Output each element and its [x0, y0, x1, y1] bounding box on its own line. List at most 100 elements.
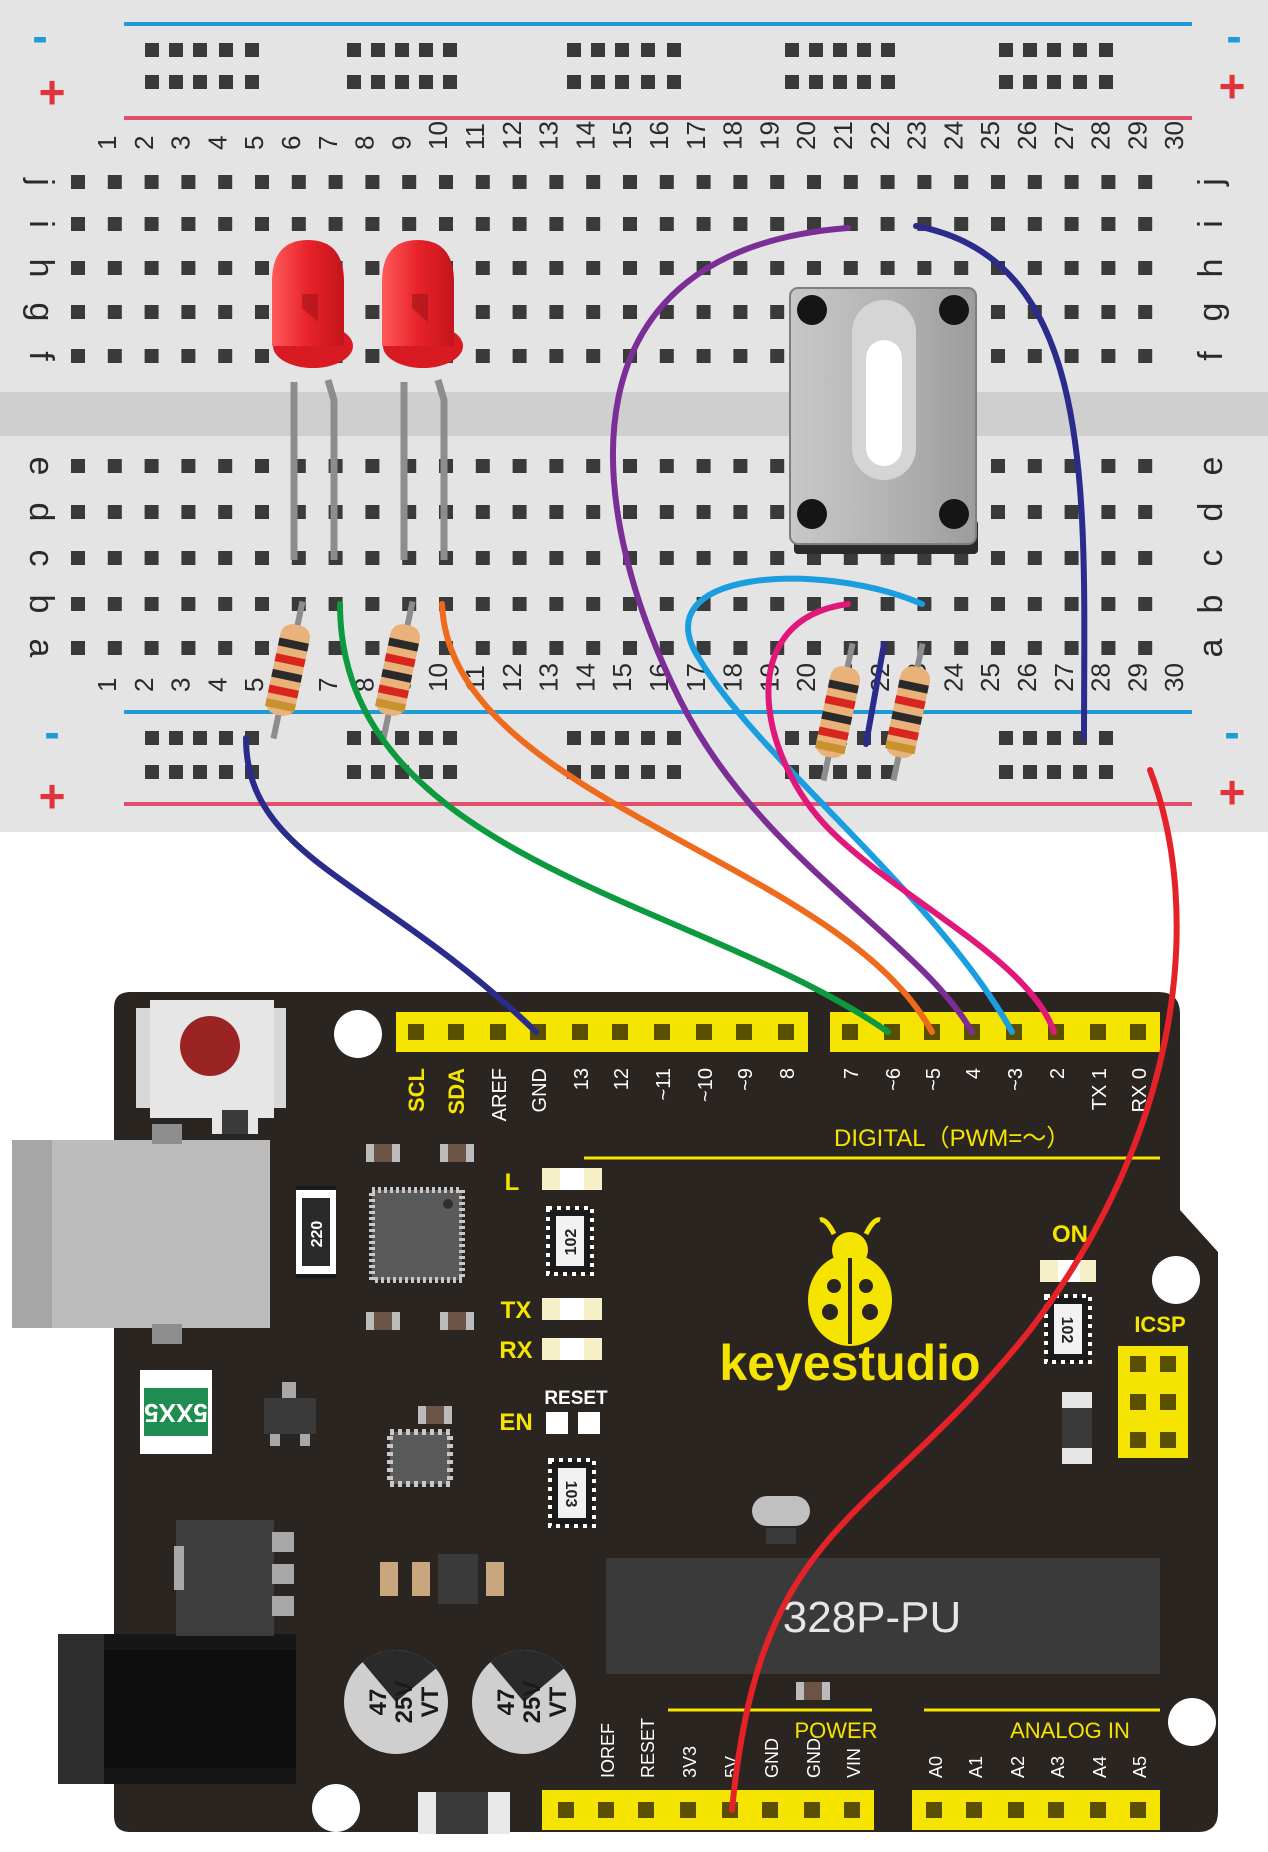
- rail-hole: [1099, 765, 1113, 779]
- header-pin-label: AREF: [489, 1068, 511, 1121]
- column-label: 22: [865, 121, 895, 150]
- breadboard-hole: [1138, 505, 1153, 519]
- rail-hole: [419, 731, 433, 745]
- jumper-wires: [243, 223, 1180, 1813]
- rail-minus-sign: -: [44, 706, 59, 758]
- breadboard-hole: [1138, 305, 1153, 319]
- breadboard-hole: [218, 175, 233, 189]
- power-jack: [58, 1634, 296, 1784]
- rail-hole: [857, 43, 871, 57]
- rail-plus-sign: +: [1219, 60, 1246, 112]
- rail-hole: [641, 765, 655, 779]
- row-label: c: [22, 550, 60, 567]
- column-label: 9: [386, 136, 416, 150]
- breadboard-hole: [917, 175, 932, 189]
- breadboard-hole: [218, 551, 233, 565]
- column-label: 21: [828, 121, 858, 150]
- breadboard-hole: [512, 261, 527, 275]
- column-label: 13: [534, 121, 564, 150]
- breadboard-hole: [255, 551, 269, 565]
- breadboard-hole: [586, 505, 601, 519]
- rail-plus-sign: +: [1219, 766, 1246, 818]
- rail-hole: [1073, 43, 1087, 57]
- breadboard-hole: [733, 459, 748, 473]
- breadboard-hole: [954, 597, 969, 611]
- analog-pin-label: A5: [1130, 1756, 1150, 1778]
- rail-hole: [857, 75, 871, 89]
- icsp-label: ICSP: [1134, 1312, 1185, 1337]
- breadboard-hole: [1138, 217, 1153, 231]
- rail-hole: [615, 731, 629, 745]
- breadboard-hole: [402, 217, 417, 231]
- column-label: 3: [166, 678, 196, 692]
- breadboard-hole: [991, 459, 1005, 473]
- breadboard-hole: [623, 261, 637, 275]
- breadboard-hole: [144, 349, 159, 363]
- breadboard-hole: [144, 175, 159, 189]
- breadboard-hole: [255, 641, 269, 655]
- breadboard-hole: [181, 305, 196, 319]
- column-label: 10: [423, 121, 453, 150]
- breadboard-hole: [475, 349, 490, 363]
- header-pin: [654, 1024, 670, 1040]
- breadboard-hole: [770, 551, 785, 565]
- breadboard-hole: [1064, 597, 1079, 611]
- header-pin-label: ~11: [653, 1068, 675, 1100]
- breadboard-hole: [218, 261, 233, 275]
- mounting-hole: [1152, 1256, 1200, 1304]
- breadboard-hole: [770, 261, 785, 275]
- breadboard-hole: [1027, 349, 1042, 363]
- breadboard-hole: [365, 641, 380, 655]
- row-label: d: [22, 503, 60, 522]
- breadboard-hole: [623, 217, 637, 231]
- column-label: 7: [313, 136, 343, 150]
- resistor-band: [824, 695, 856, 710]
- breadboard-hole: [291, 217, 306, 231]
- column-label: 2: [129, 678, 159, 692]
- header-pin: [490, 1024, 506, 1040]
- breadboard-hole: [917, 551, 932, 565]
- header-pin-label: ~10: [695, 1068, 717, 1102]
- resistor-band: [384, 653, 416, 668]
- breadboard-hole: [549, 349, 564, 363]
- breadboard-hole: [512, 551, 527, 565]
- wire-pot-navy: [913, 223, 1088, 741]
- rail-hole: [193, 43, 207, 57]
- resistor: [815, 642, 861, 782]
- header-pin-label: SCL: [404, 1068, 429, 1112]
- rail-hole: [567, 75, 581, 89]
- breadboard-hole: [218, 641, 233, 655]
- breadboard-hole: [365, 349, 380, 363]
- breadboard-hole: [770, 305, 785, 319]
- breadboard-hole: [696, 175, 711, 189]
- breadboard-hole: [475, 217, 490, 231]
- qfp-chip: [369, 1187, 465, 1283]
- breadboard-hole: [365, 505, 380, 519]
- breadboard-hole: [586, 459, 601, 473]
- row-label: a: [22, 639, 60, 658]
- rail-plus-sign: +: [39, 66, 66, 118]
- header-pin: [1130, 1802, 1146, 1818]
- breadboard-hole: [1027, 217, 1042, 231]
- rail-signs: - + - + - + - +: [32, 10, 1245, 822]
- breadboard-hole: [696, 505, 711, 519]
- breadboard-hole: [71, 459, 85, 473]
- breadboard-hole: [880, 597, 895, 611]
- breadboard-hole: [144, 597, 159, 611]
- breadboard-hole: [1101, 261, 1116, 275]
- breadboard-hole: [439, 175, 453, 189]
- rail-hole: [1047, 765, 1061, 779]
- reset-button[interactable]: [136, 1000, 286, 1118]
- breadboard-hole: [733, 175, 748, 189]
- header-pin-label: 12: [611, 1068, 633, 1090]
- led-on-label: ON: [1052, 1221, 1088, 1248]
- transistor: [264, 1382, 316, 1446]
- rail-hole: [395, 731, 409, 745]
- breadboard-hole: [402, 175, 417, 189]
- breadboard-hole: [770, 175, 785, 189]
- row-label: i: [1192, 220, 1230, 228]
- power-title: POWER: [794, 1718, 877, 1743]
- rail-hole: [347, 765, 361, 779]
- column-label: 28: [1086, 663, 1116, 692]
